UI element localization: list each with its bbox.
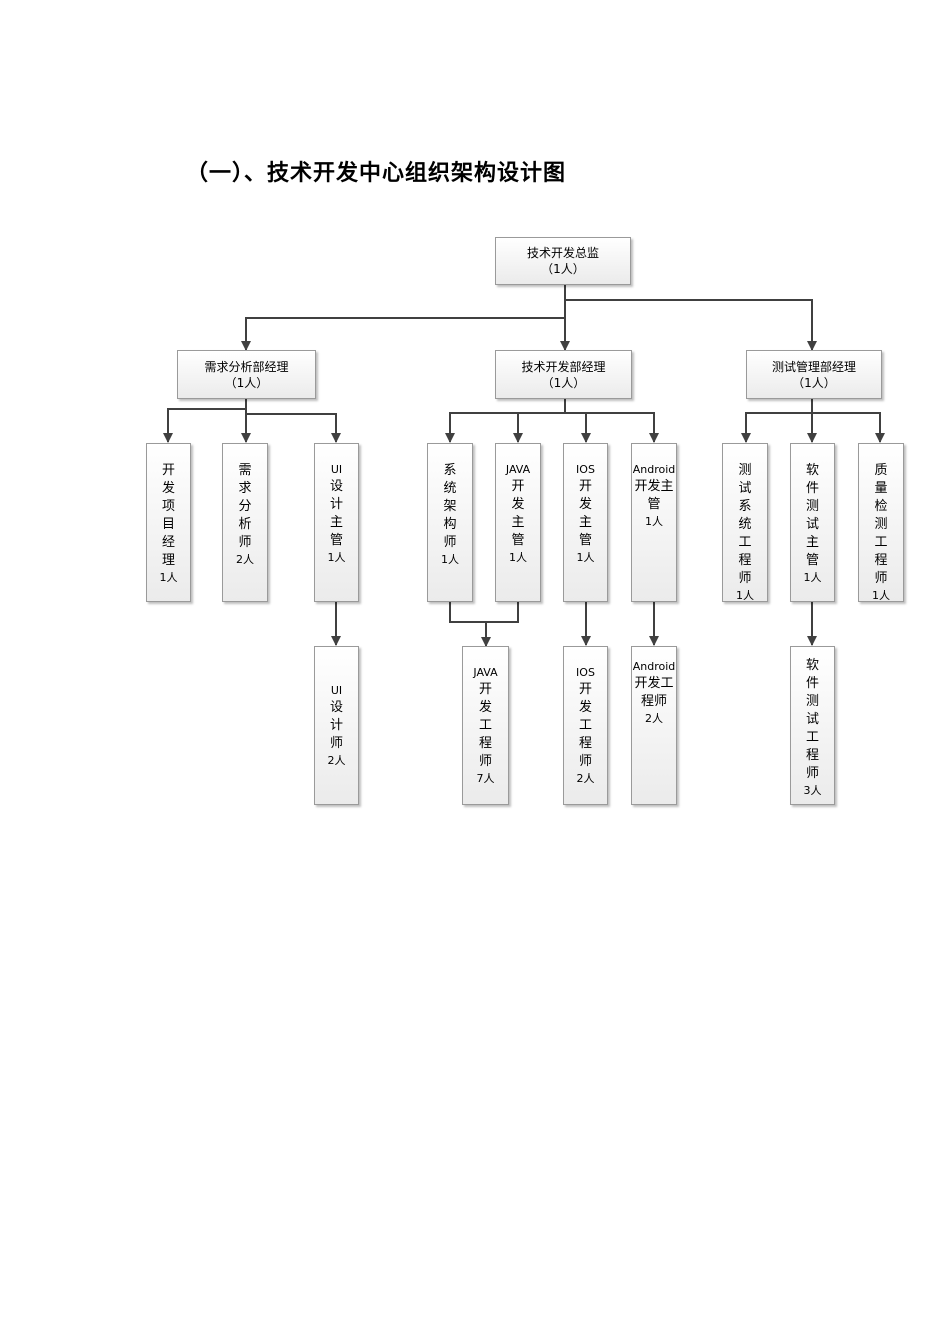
node-count: 2人 bbox=[327, 754, 346, 767]
node-title: 开发工程师 bbox=[634, 676, 674, 709]
node-ui-lead: UI 设计主管 1人 bbox=[314, 443, 359, 602]
node-count: 2人 bbox=[576, 772, 595, 785]
connector-test-branch bbox=[741, 399, 813, 443]
node-project-manager: 开发项目经理 1人 bbox=[146, 443, 191, 602]
connector-dev-branch bbox=[445, 399, 566, 443]
node-title: 测试管理部经理 bbox=[771, 359, 856, 374]
node-req-manager: 需求分析部经理 （1人） bbox=[177, 350, 316, 399]
node-test-manager: 测试管理部经理 （1人） bbox=[746, 350, 882, 399]
node-qa-engineer: 质量检测工程师 1人 bbox=[858, 443, 904, 602]
node-prefix: Android bbox=[632, 463, 676, 476]
node-title: 开发工程师 bbox=[578, 682, 592, 769]
node-title: 设计师 bbox=[329, 700, 343, 751]
connector-director-req bbox=[241, 285, 566, 351]
node-test-system-engineer: 测试系统工程师 1人 bbox=[722, 443, 768, 602]
node-title: 开发工程师 bbox=[478, 682, 492, 769]
node-count: 1人 bbox=[576, 551, 595, 564]
connector-dev-ios bbox=[565, 412, 591, 443]
node-android-engineer: Android 开发工程师 2人 bbox=[631, 646, 677, 805]
node-title: 质量检测工程师 bbox=[874, 463, 888, 586]
node-prefix: Android bbox=[632, 660, 676, 673]
node-prefix: UI bbox=[330, 684, 343, 697]
node-director: 技术开发总监 （1人） bbox=[495, 237, 631, 285]
node-count: （1人） bbox=[541, 262, 585, 276]
node-count: 1人 bbox=[803, 571, 822, 584]
node-count: 2人 bbox=[645, 712, 663, 725]
node-ui-designer: UI 设计师 2人 bbox=[314, 646, 359, 805]
node-title: 软件测试主管 bbox=[805, 463, 819, 568]
node-title: 开发主管 bbox=[511, 479, 525, 548]
node-count: 1人 bbox=[645, 515, 663, 528]
node-title: 设计主管 bbox=[329, 479, 343, 548]
node-ios-lead: IOS 开发主管 1人 bbox=[563, 443, 608, 602]
node-prefix: JAVA bbox=[473, 666, 498, 679]
node-req-analyst: 需求分析师 2人 bbox=[222, 443, 268, 602]
node-title: 开发主管 bbox=[578, 479, 592, 548]
connector-dev-android bbox=[586, 412, 659, 443]
connector-java-engineer bbox=[449, 602, 519, 646]
node-prefix: IOS bbox=[576, 463, 595, 476]
node-count: 1人 bbox=[509, 551, 527, 564]
node-title: 技术开发部经理 bbox=[521, 359, 606, 374]
node-java-engineer: JAVA 开发工程师 7人 bbox=[462, 646, 509, 805]
node-count: 1人 bbox=[159, 571, 178, 584]
node-prefix: JAVA bbox=[505, 463, 531, 476]
node-android-lead: Android 开发主管 1人 bbox=[631, 443, 677, 602]
node-prefix: UI bbox=[330, 463, 343, 476]
node-java-lead: JAVA 开发主管 1人 bbox=[495, 443, 541, 602]
node-title: 软件测试工程师 bbox=[805, 658, 819, 781]
node-count: （1人） bbox=[224, 375, 269, 390]
node-count: 1人 bbox=[327, 551, 346, 564]
node-count: 1人 bbox=[736, 589, 754, 602]
connector-req-project bbox=[163, 399, 247, 443]
node-count: 1人 bbox=[441, 553, 459, 566]
node-count: 2人 bbox=[236, 553, 254, 566]
page-title: （一）、技术开发中心组织架构设计图 bbox=[186, 161, 567, 186]
node-title: 系统架构师 bbox=[443, 463, 457, 550]
node-ios-engineer: IOS 开发工程师 2人 bbox=[563, 646, 608, 805]
node-sw-test-engineer: 软件测试工程师 3人 bbox=[790, 646, 835, 805]
node-title: 开发项目经理 bbox=[161, 463, 175, 568]
node-count: （1人） bbox=[792, 375, 836, 390]
node-title: 开发主管 bbox=[634, 479, 674, 512]
node-title: 需求分析部经理 bbox=[204, 359, 289, 374]
node-prefix: IOS bbox=[576, 666, 595, 679]
node-count: 3人 bbox=[803, 784, 822, 797]
connector-director-test bbox=[565, 299, 817, 351]
node-count: 1人 bbox=[872, 589, 890, 602]
node-count: 7人 bbox=[476, 772, 495, 785]
node-title: 需求分析师 bbox=[238, 463, 252, 550]
connector-test-qa bbox=[812, 412, 885, 443]
node-title: 测试系统工程师 bbox=[738, 463, 752, 586]
node-count: （1人） bbox=[541, 375, 586, 390]
node-architect: 系统架构师 1人 bbox=[427, 443, 473, 602]
node-title: 技术开发总监 bbox=[526, 246, 599, 260]
connector-req-ui bbox=[246, 413, 341, 443]
node-dev-manager: 技术开发部经理 （1人） bbox=[495, 350, 632, 399]
node-sw-test-lead: 软件测试主管 1人 bbox=[790, 443, 835, 602]
